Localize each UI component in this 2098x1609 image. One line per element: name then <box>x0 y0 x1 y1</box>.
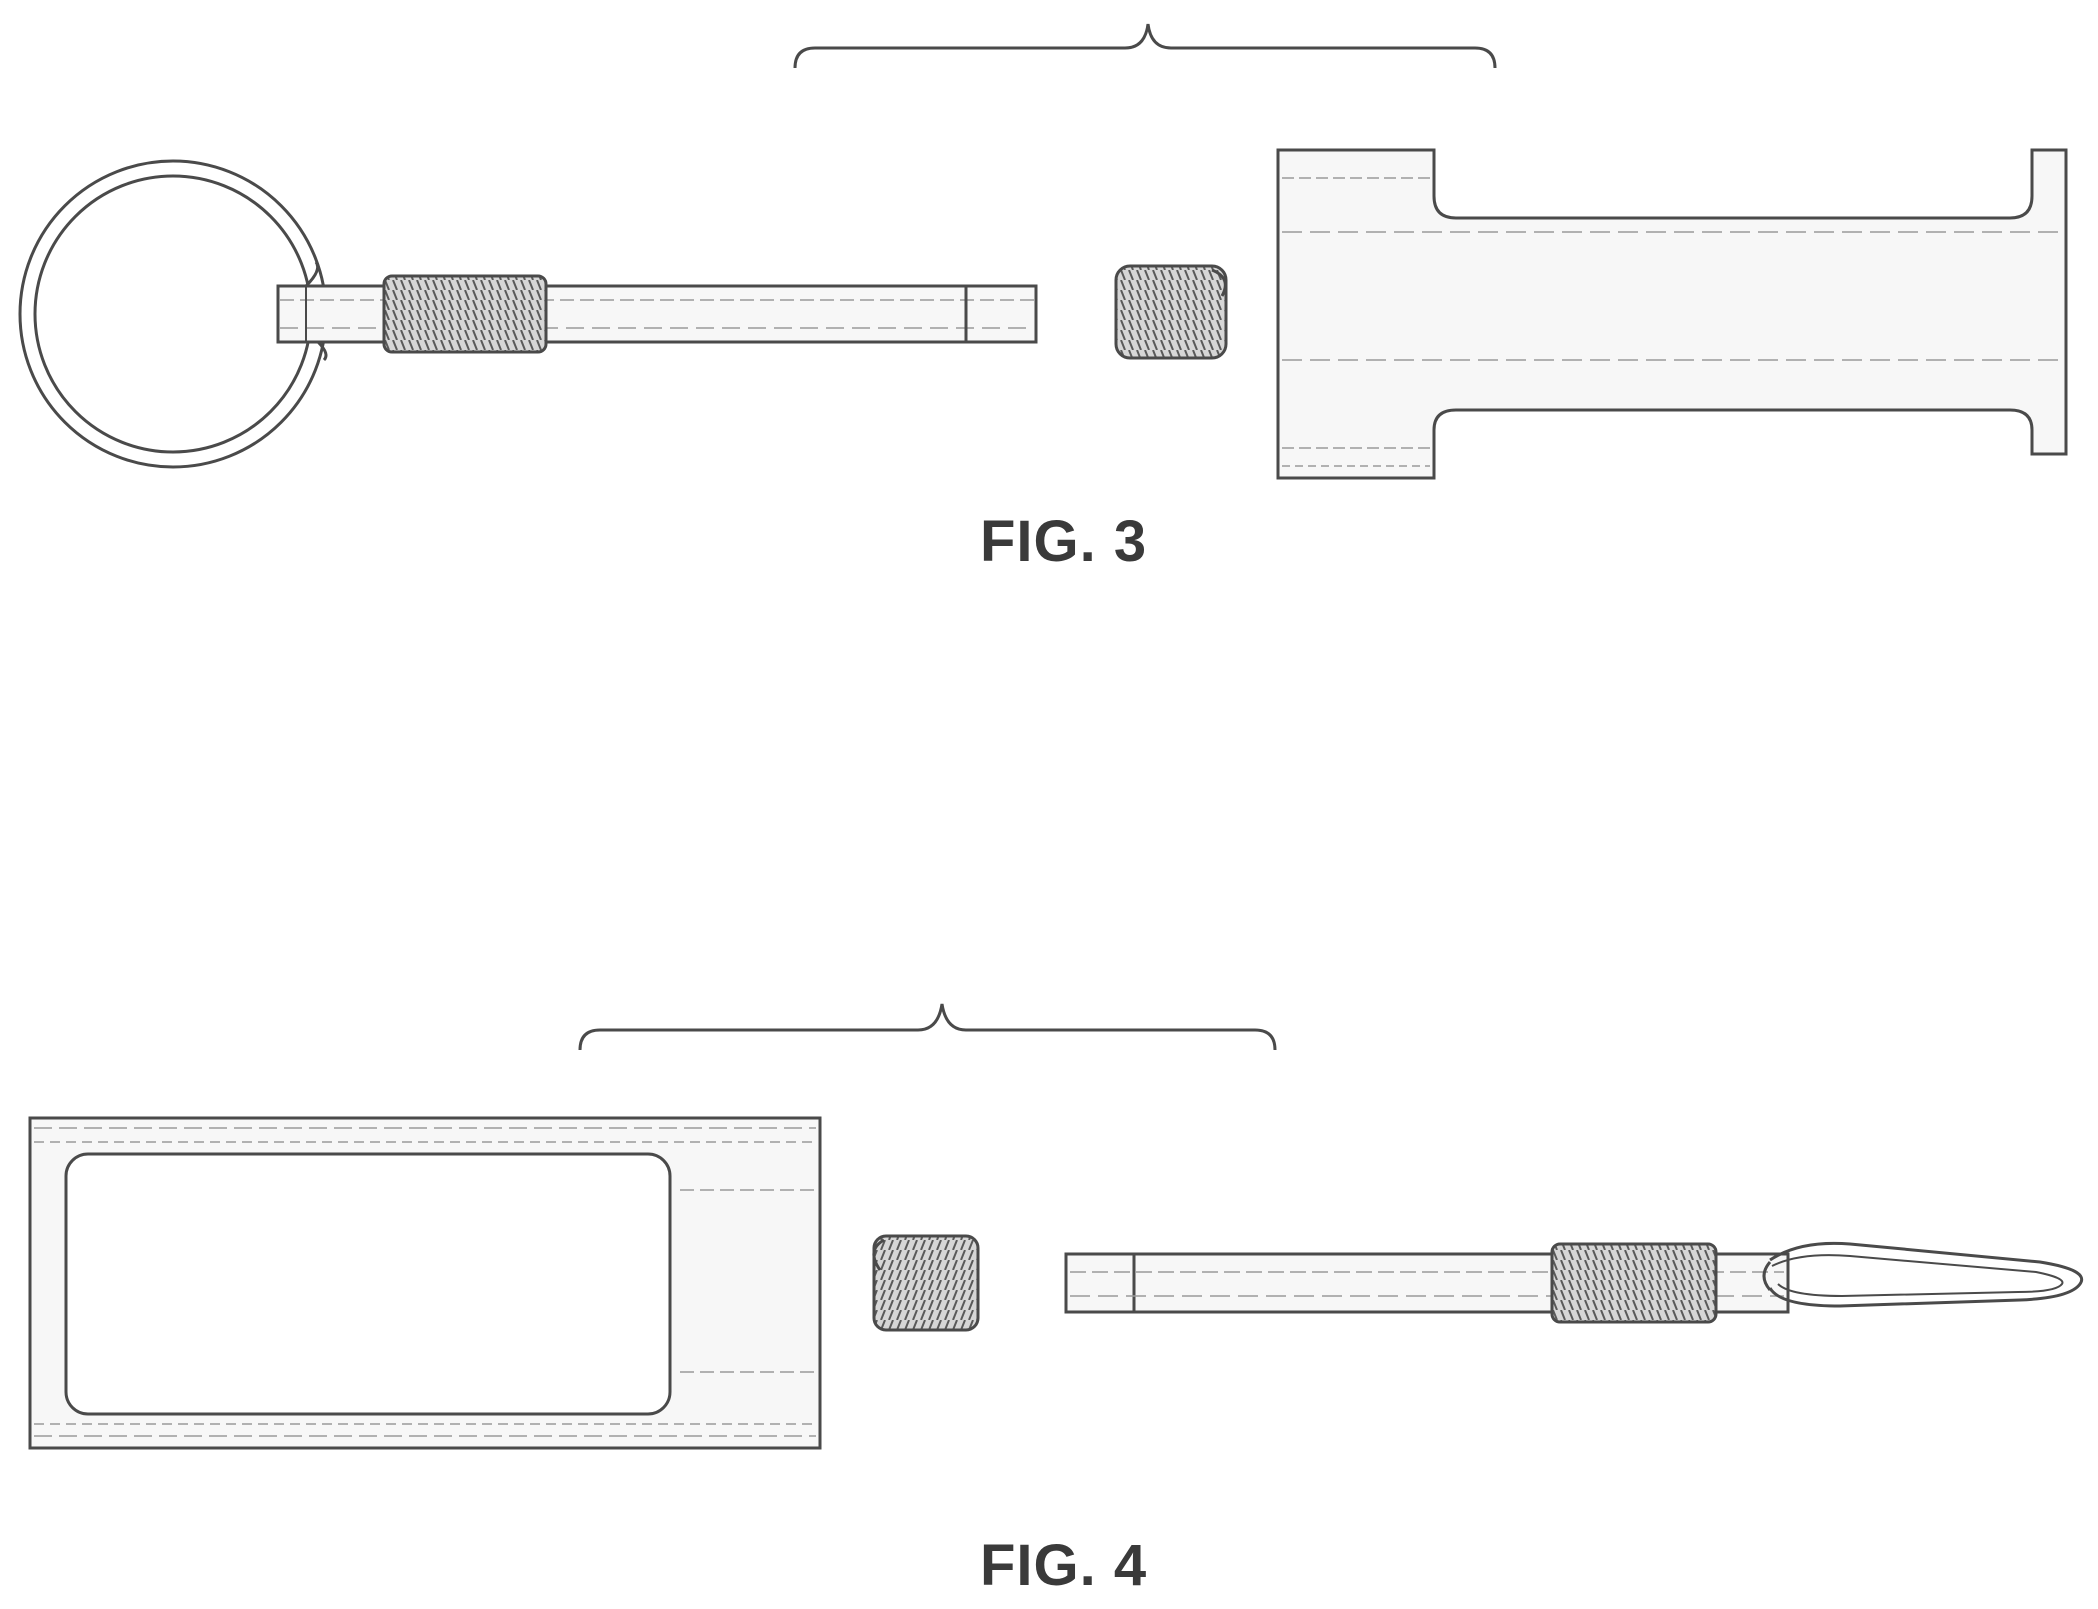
fig4-pin-thread <box>1550 1242 1718 1324</box>
fig4-threaded-insert <box>872 1234 980 1332</box>
fig4-grouping-brace <box>578 1003 1277 1051</box>
fig3-housing <box>1276 148 2068 480</box>
fig3-drawing <box>18 23 2068 480</box>
fig3-threaded-insert <box>1114 264 1228 360</box>
fig3-caption: FIG. 3 <box>980 509 1148 574</box>
fig4-caption: FIG. 4 <box>980 1533 1148 1598</box>
fig4-housing <box>28 1116 822 1450</box>
fig3-pin-thread <box>382 274 548 354</box>
fig4-drawing <box>28 1003 2084 1450</box>
fig3-grouping-brace <box>793 23 1497 69</box>
fig4-pull-ring <box>1762 1241 2084 1308</box>
